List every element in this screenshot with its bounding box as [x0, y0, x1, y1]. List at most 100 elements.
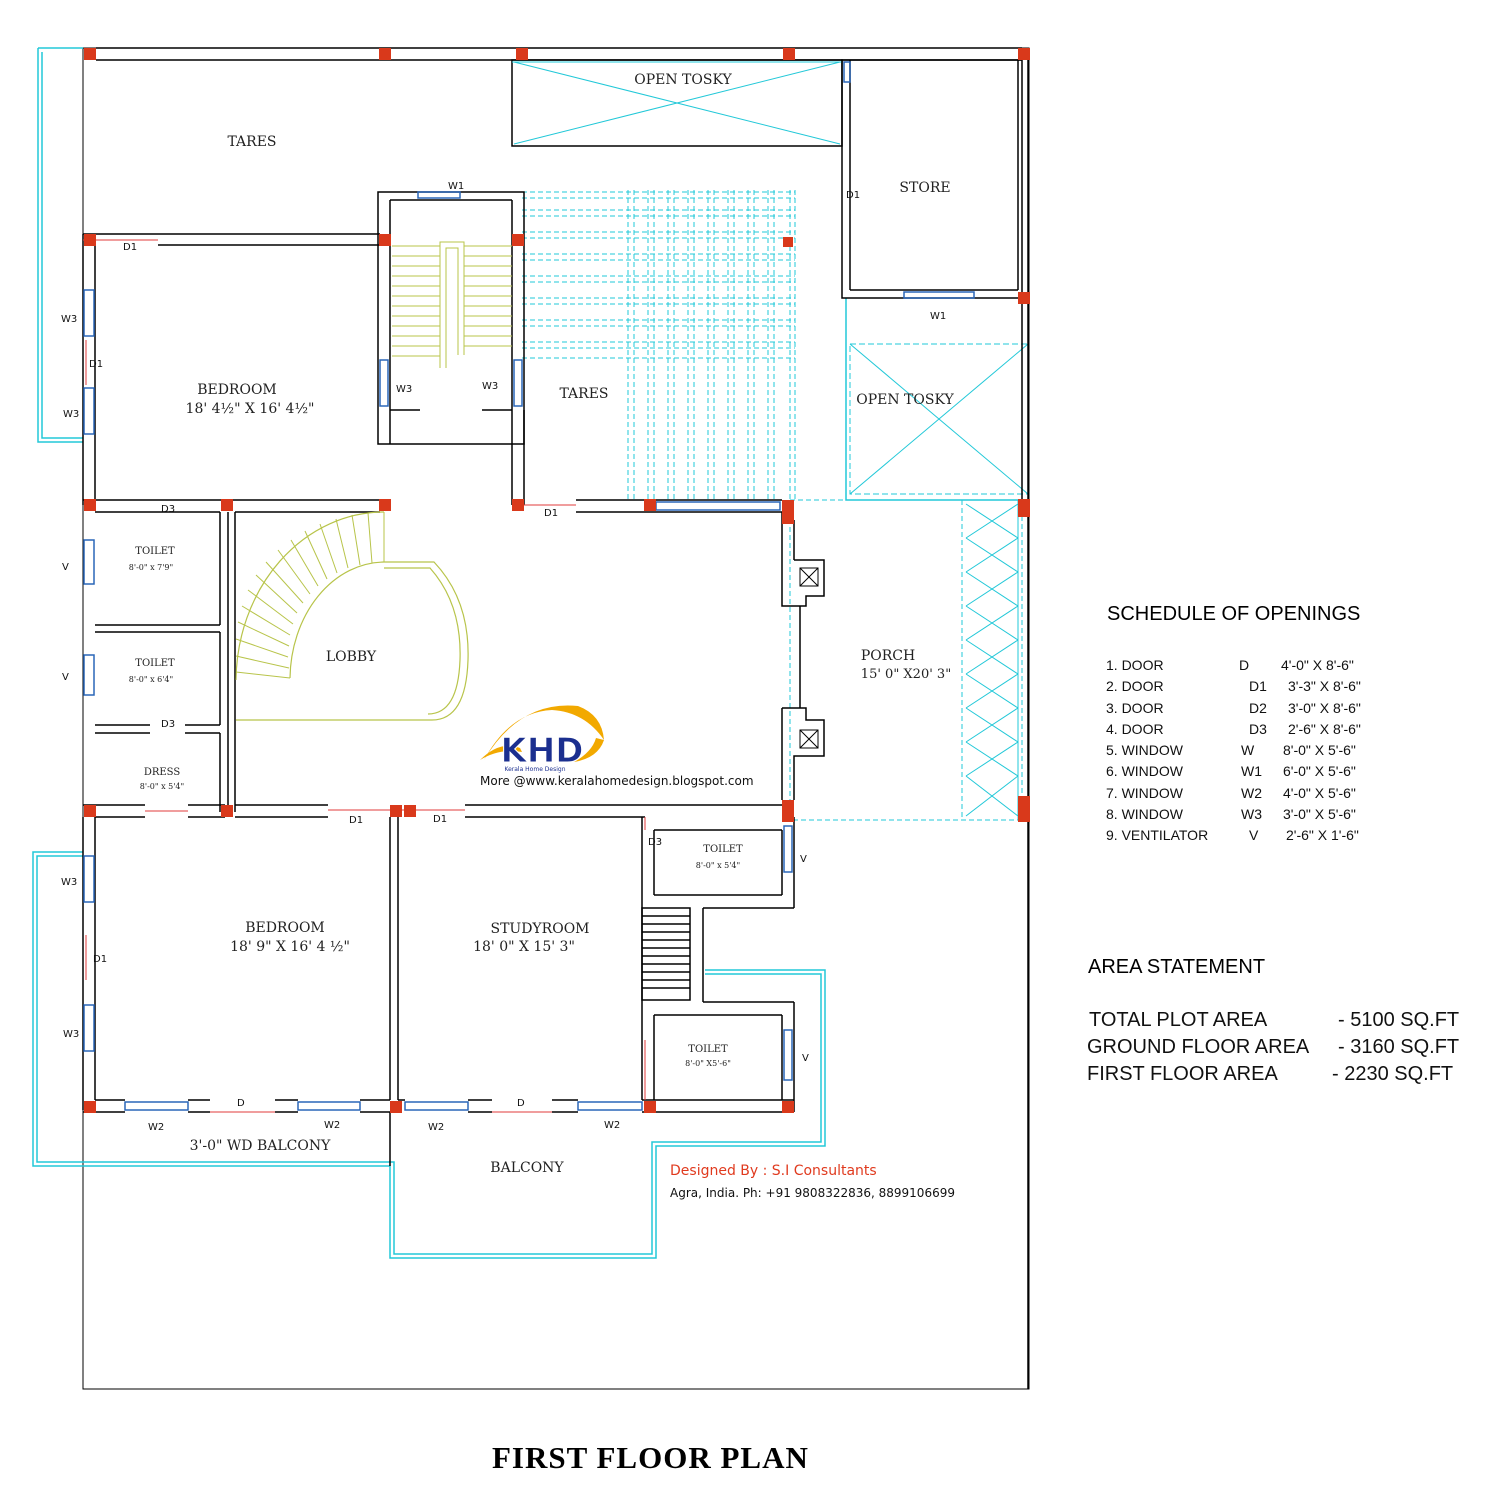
windows: [83, 61, 975, 1111]
label-lobby: LOBBY: [326, 649, 377, 665]
schedule-size: 4'-0" X 8'-6": [1281, 657, 1354, 673]
schedule-size: 8'-0" X 5'-6": [1283, 742, 1356, 758]
label-balcony: BALCONY: [490, 1160, 564, 1176]
label-open-to-sky-right: OPEN TOSKY: [856, 392, 954, 408]
schedule-size: 3'-0" X 8'-6": [1288, 700, 1361, 716]
opening-d-study: D: [517, 1098, 525, 1109]
label-bedroom1: BEDROOM: [197, 382, 277, 398]
schedule-item: 5. WINDOW: [1106, 742, 1183, 758]
opening-d1-bed1-left: D1: [89, 359, 103, 370]
opening-d1-bed2-left: D1: [93, 954, 107, 965]
schedule-code: D1: [1249, 678, 1267, 694]
label-toilet3: TOILET: [703, 844, 743, 855]
schedule-item: 4. DOOR: [1106, 721, 1164, 737]
area-statement-title: AREA STATEMENT: [1088, 956, 1266, 978]
schedule-code: D: [1239, 657, 1250, 673]
label-bedroom2-size: 18' 9" X 16' 4 ½": [230, 939, 350, 955]
schedule-item: 6. WINDOW: [1106, 763, 1183, 779]
schedule-item: 7. WINDOW: [1106, 785, 1183, 801]
area-label: GROUND FLOOR AREA: [1087, 1036, 1310, 1058]
label-porch: PORCH: [861, 648, 915, 664]
schedule-item: 9. VENTILATOR: [1106, 827, 1209, 843]
website-link: More @www.keralahomedesign.blogspot.com: [480, 774, 754, 788]
opening-d-bed2: D: [237, 1098, 245, 1109]
opening-v-toilet2: V: [62, 672, 69, 683]
walls: [82, 47, 1029, 1389]
area-value: - 5100 SQ.FT: [1338, 1009, 1460, 1031]
label-toilet1: TOILET: [135, 546, 175, 557]
label-porch-size: 15' 0" X20' 3": [861, 667, 951, 682]
designer-credit: Designed By : S.I Consultants: [670, 1163, 877, 1179]
schedule-size: 2'-6" X 1'-6": [1286, 827, 1359, 843]
schedule-code: W3: [1241, 806, 1262, 822]
opening-w2-c: W2: [428, 1122, 444, 1133]
label-studyroom-size: 18' 0" X 15' 3": [473, 939, 575, 955]
opening-d3-toilet1: D3: [161, 504, 175, 515]
label-dress: DRESS: [144, 767, 181, 778]
schedule-code: W1: [1241, 763, 1262, 779]
schedule-size: 3'-3" X 8'-6": [1288, 678, 1361, 694]
opening-d3-toilet3: D3: [648, 837, 662, 848]
opening-w1-stair: W1: [448, 181, 464, 192]
area-label: TOTAL PLOT AREA: [1089, 1009, 1268, 1031]
opening-d1-bed2: D1: [349, 815, 363, 826]
porch-pillars: [799, 567, 819, 749]
label-bedroom1-size: 18' 4½" X 16' 4½": [186, 401, 315, 417]
logo-subtext: Kerala Home Design: [504, 766, 565, 773]
schedule-code: D2: [1249, 700, 1267, 716]
schedule-code: W2: [1241, 785, 1262, 801]
label-toilet3-size: 8'-0" x 5'4": [696, 861, 740, 870]
label-toilet4-size: 8'-0" X5'-6": [685, 1059, 731, 1068]
opening-d3-toilet2: D3: [161, 719, 175, 730]
khd-logo: KHD Kerala Home Design: [480, 705, 604, 773]
label-open-to-sky-top: OPEN TOSKY: [634, 72, 732, 88]
service-steps: [641, 907, 691, 1001]
area-value: - 2230 SQ.FT: [1332, 1063, 1454, 1085]
schedule-size: 3'-0" X 5'-6": [1283, 806, 1356, 822]
schedule-size: 6'-0" X 5'-6": [1283, 763, 1356, 779]
schedule-code: W: [1241, 742, 1255, 758]
opening-w1-store: W1: [930, 311, 946, 322]
logo-text: KHD: [500, 731, 583, 771]
open-to-sky-right: [849, 343, 1029, 495]
contact-info: Agra, India. Ph: +91 9808322836, 8899106…: [670, 1186, 955, 1200]
schedule-size: 2'-6" X 8'-6": [1288, 721, 1361, 737]
opening-w2-d: W2: [604, 1120, 620, 1131]
parapet-outlines: [32, 47, 1018, 1259]
opening-w2-a: W2: [148, 1122, 164, 1133]
opening-w2-b: W2: [324, 1120, 340, 1131]
schedule-size: 4'-0" X 5'-6": [1283, 785, 1356, 801]
opening-v-toilet4: V: [802, 1053, 809, 1064]
opening-v-toilet1: V: [62, 562, 69, 573]
curved-staircase: [235, 511, 469, 721]
schedule-code: D3: [1249, 721, 1267, 737]
label-toilet1-size: 8'-0" x 7'9": [129, 563, 173, 572]
area-value: - 3160 SQ.FT: [1338, 1036, 1460, 1058]
schedule-item: 1. DOOR: [1106, 657, 1164, 673]
label-tares-mid: TARES: [559, 386, 608, 402]
label-bedroom2: BEDROOM: [245, 920, 325, 936]
schedule-code: V: [1249, 827, 1259, 843]
opening-d1-tares: D1: [544, 508, 558, 519]
label-toilet2: TOILET: [135, 658, 175, 669]
label-store: STORE: [899, 180, 950, 196]
schedule-title: SCHEDULE OF OPENINGS: [1107, 603, 1361, 625]
schedule-item: 2. DOOR: [1106, 678, 1164, 694]
label-toilet4: TOILET: [688, 1044, 728, 1055]
label-tares-top: TARES: [227, 134, 276, 150]
opening-d1-study: D1: [433, 814, 447, 825]
opening-d1-store: D1: [846, 190, 860, 201]
label-dress-size: 8'-0" x 5'4": [140, 782, 184, 791]
porch-lattice: [789, 499, 1023, 821]
opening-w3-bed2-a: W3: [61, 877, 77, 888]
label-toilet2-size: 8'-0" x 6'4": [129, 675, 173, 684]
opening-v-toilet3: V: [800, 854, 807, 865]
label-wd-balcony: 3'-0" WD BALCONY: [190, 1138, 331, 1154]
schedule-item: 8. WINDOW: [1106, 806, 1183, 822]
area-label: FIRST FLOOR AREA: [1087, 1063, 1278, 1085]
label-studyroom: STUDYROOM: [490, 921, 589, 937]
schedule-item: 3. DOOR: [1106, 700, 1164, 716]
opening-w3-stair-r: W3: [482, 381, 498, 392]
plan-title: FIRST FLOOR PLAN: [492, 1440, 809, 1475]
